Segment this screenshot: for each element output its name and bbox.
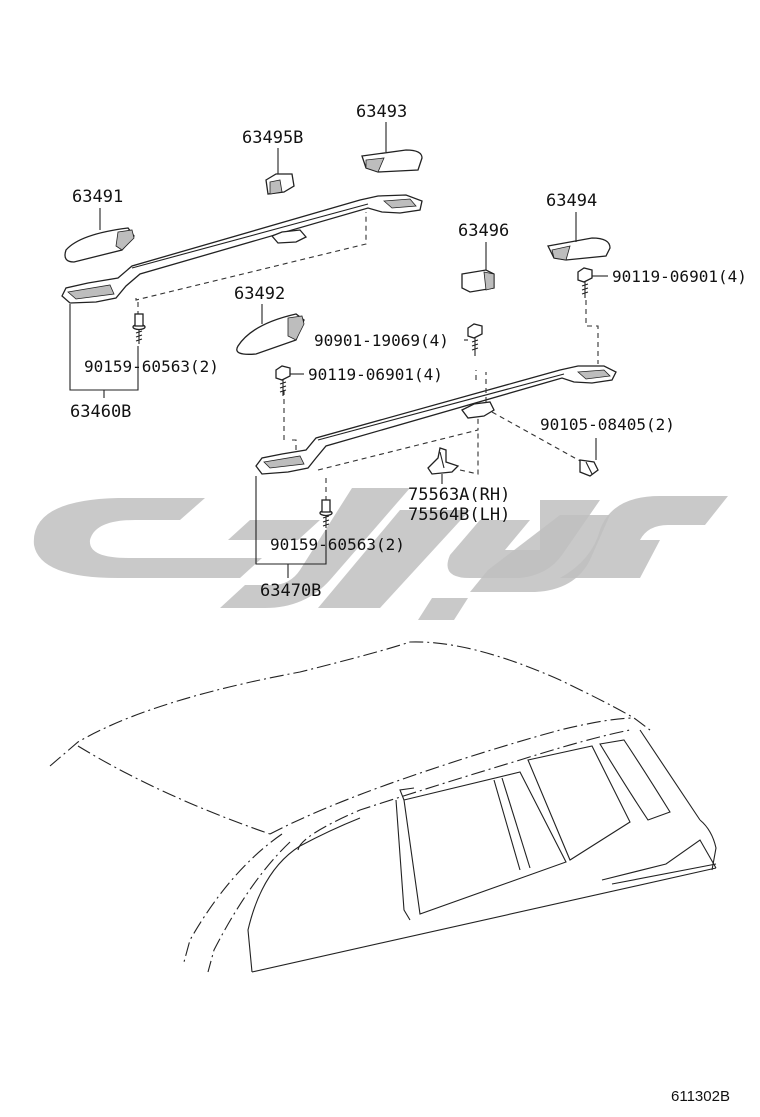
label-75564b: 75564B(LH) <box>408 505 510 525</box>
rail-lower-leader-c <box>585 300 599 364</box>
label-63496: 63496 <box>458 221 509 241</box>
screw-90159-left-icon <box>132 313 146 344</box>
label-90119-top: 90119-06901(4) <box>612 267 747 286</box>
end-cover-63491 <box>64 227 135 263</box>
label-63495b: 63495B <box>242 128 303 148</box>
label-63493: 63493 <box>356 102 407 122</box>
rail-upper-hidden-line <box>135 212 367 301</box>
roof-rail-upper <box>61 194 423 304</box>
rail-lower-leader-a <box>283 390 297 452</box>
end-cover-63494 <box>547 237 611 261</box>
figure-code: 611302B <box>671 1088 730 1105</box>
label-63494: 63494 <box>546 191 597 211</box>
label-75563a: 75563A(RH) <box>408 485 510 505</box>
rail-lower-leader-d <box>491 411 583 463</box>
label-63492: 63492 <box>234 284 285 304</box>
watermark-logo <box>33 488 728 620</box>
label-63491: 63491 <box>72 187 123 207</box>
vehicle-roof-outline <box>49 641 717 973</box>
center-cover-63495b <box>265 173 295 195</box>
screw-90159-mid-icon <box>319 499 333 528</box>
label-90105: 90105-08405(2) <box>540 415 675 434</box>
label-90119-mid: 90119-06901(4) <box>308 365 443 384</box>
bolt-90901-icon <box>467 323 483 356</box>
bolt-90119-mid-icon <box>275 365 291 396</box>
cover-63496 <box>461 269 495 293</box>
bracket-63470b <box>255 476 327 578</box>
roof-rail-lower <box>255 365 617 475</box>
label-90159-mid: 90159-60563(2) <box>270 535 405 554</box>
label-63460b: 63460B <box>70 402 131 422</box>
center-cover-63492 <box>236 313 305 355</box>
bracket-75563a <box>427 447 460 475</box>
label-90159-left: 90159-60563(2) <box>84 357 219 376</box>
label-63470b: 63470B <box>260 581 321 601</box>
rail-lower-bracket-line <box>459 370 487 475</box>
label-90901: 90901-19069(4) <box>314 331 449 350</box>
end-cover-63493 <box>361 149 423 173</box>
rail-lower-hidden-line <box>317 418 479 471</box>
bolt-90119-top-icon <box>577 267 593 298</box>
bolt-90105-icon <box>579 459 599 477</box>
bracket-63460b <box>69 304 139 398</box>
